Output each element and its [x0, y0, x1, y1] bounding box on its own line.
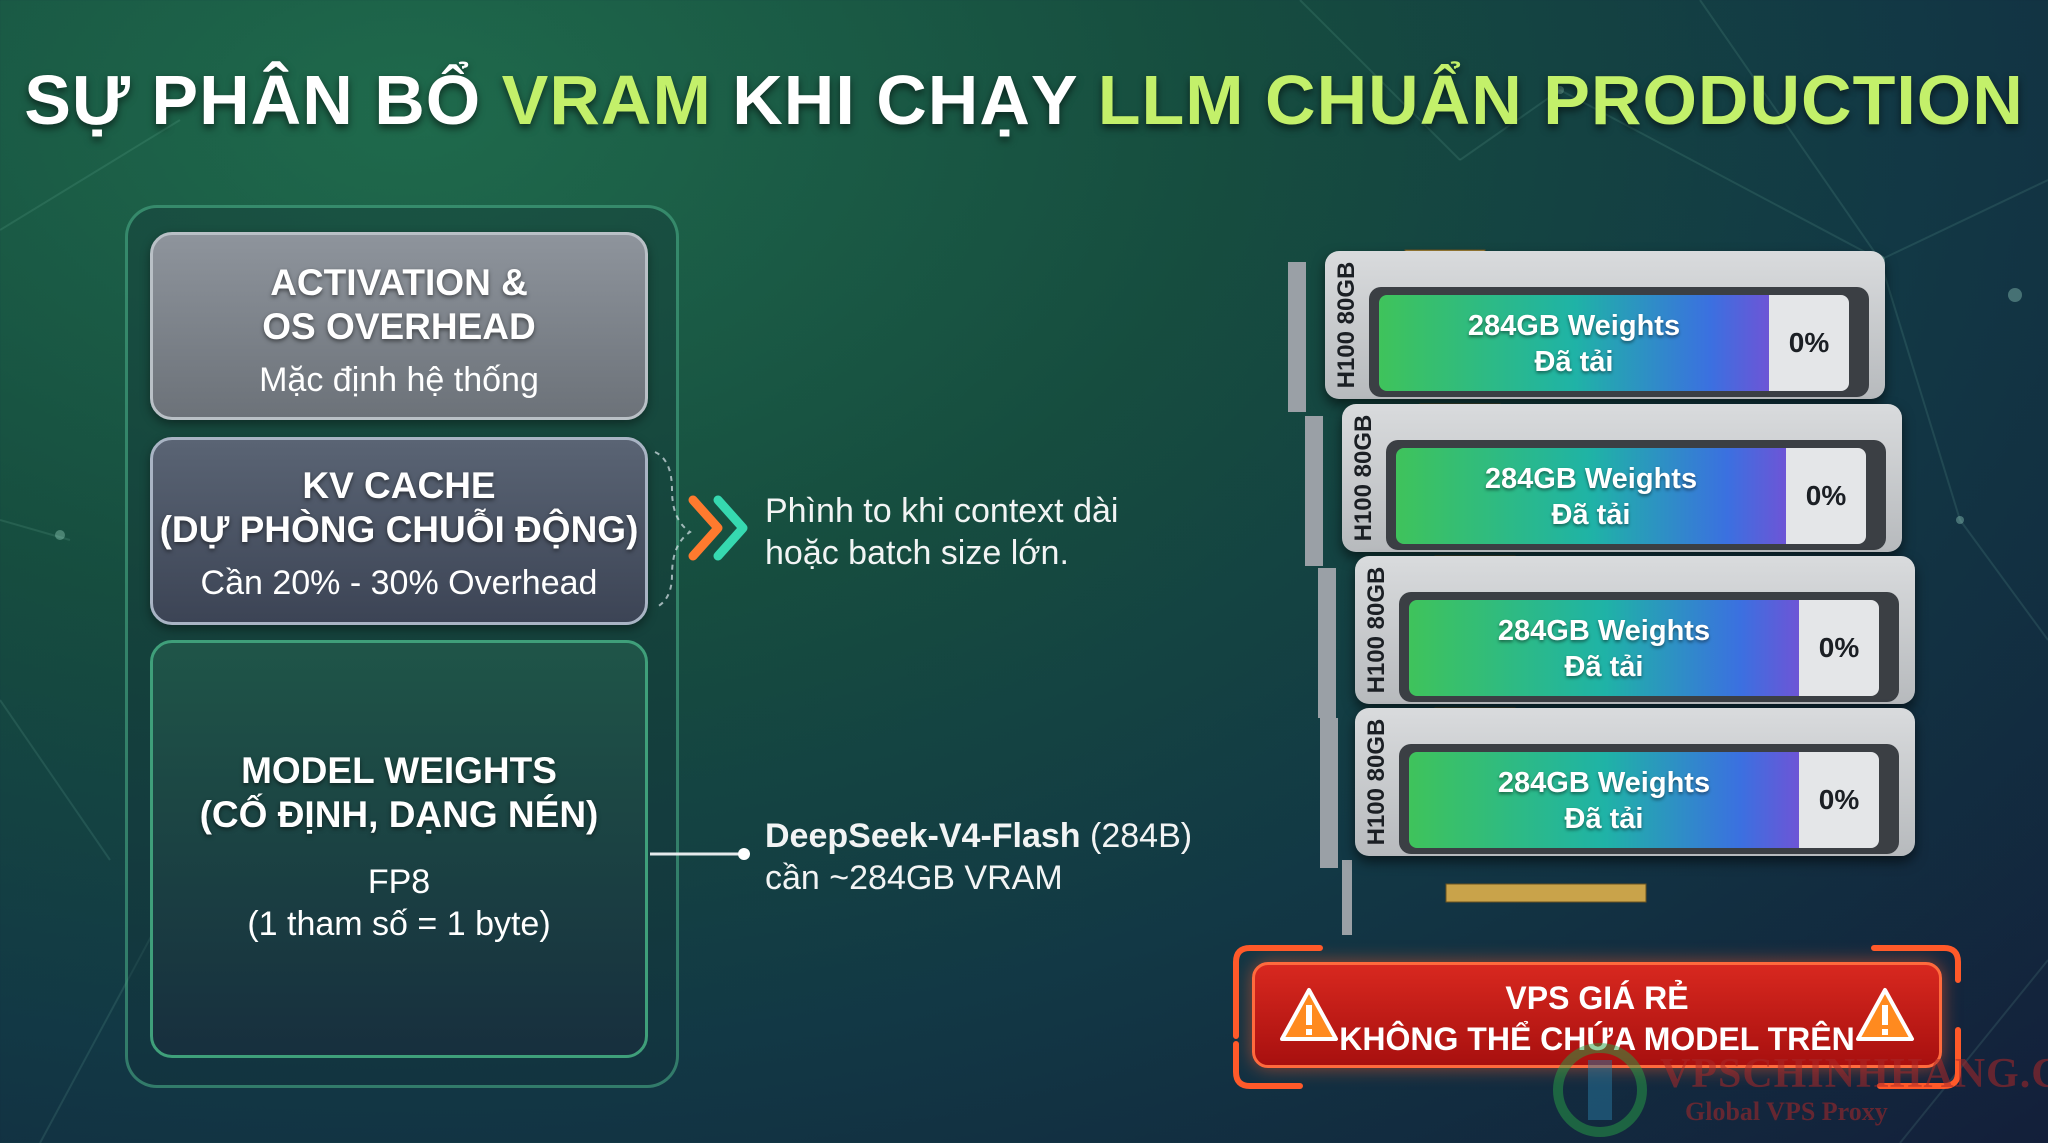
- activation-heading-2: OS OVERHEAD: [262, 306, 536, 347]
- warning-banner: VPS GIÁ RẺ KHÔNG THỂ CHỨA MODEL TRÊN: [1252, 962, 1942, 1068]
- weights-note: DeepSeek-V4-Flash (284B) cần ~284GB VRAM: [765, 817, 1193, 897]
- warning-icon: [1280, 988, 1338, 1041]
- activation-heading-1: ACTIVATION &: [270, 262, 528, 303]
- free-percent: 0%: [1799, 600, 1879, 696]
- watermark-tagline: Global VPS Proxy: [1685, 1097, 1888, 1126]
- kv-heading-2: (DỰ PHÒNG CHUỖI ĐỘNG): [159, 509, 639, 550]
- weights-sub-1: FP8: [367, 863, 431, 901]
- watermark-brand: VPSCHINHHANG.COM: [1660, 1051, 2048, 1097]
- warning-icon: [1856, 988, 1914, 1041]
- free-percent: 0%: [1799, 752, 1879, 848]
- page-title: SỰ PHÂN BỔ VRAM KHI CHẠY LLM CHUẨN PRODU…: [24, 61, 2024, 139]
- free-percent: 0%: [1786, 448, 1866, 544]
- kv-cache-note: Phình to khi context dài hoặc batch size…: [765, 492, 1119, 572]
- free-percent: 0%: [1769, 295, 1849, 391]
- activation-overhead-block: ACTIVATION & OS OVERHEAD Mặc định hệ thố…: [150, 232, 648, 420]
- model-name: DeepSeek-V4-Flash: [765, 817, 1081, 855]
- weights-sub-2: (1 tham số = 1 byte): [247, 905, 551, 943]
- warning-line-1: VPS GIÁ RẺ: [1505, 980, 1689, 1016]
- weights-heading-2: (CỐ ĐỊNH, DẠNG NÉN): [199, 794, 599, 835]
- kv-sub: Cần 20% - 30% Overhead: [200, 564, 598, 602]
- model-weights-block: MODEL WEIGHTS (CỐ ĐỊNH, DẠNG NÉN) FP8 (1…: [150, 640, 648, 1058]
- weights-heading-1: MODEL WEIGHTS: [241, 750, 557, 791]
- kv-heading-1: KV CACHE: [302, 465, 496, 506]
- activation-sub: Mặc định hệ thống: [259, 361, 539, 399]
- kv-cache-block: KV CACHE (DỰ PHÒNG CHUỖI ĐỘNG) Cần 20% -…: [150, 437, 648, 625]
